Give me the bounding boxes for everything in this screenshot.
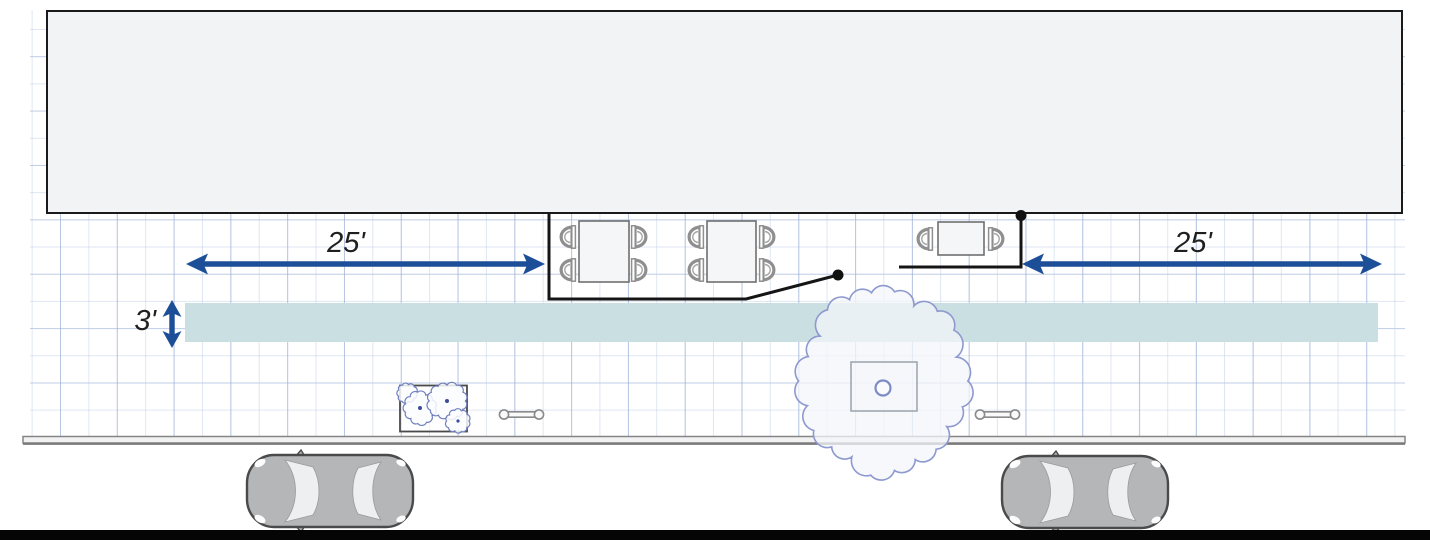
chair-icon: [986, 226, 1005, 252]
clear-path-band: [185, 303, 1378, 342]
curb-line: [22, 435, 1406, 444]
bike-rack-icon: [498, 409, 545, 420]
left-clearance-label: 25': [327, 227, 365, 259]
bike-rack-icon: [974, 409, 1021, 420]
left-clearance-arrow: [186, 253, 545, 275]
chair-icon: [757, 257, 776, 283]
building-footprint: [46, 10, 1403, 214]
right-clearance-arrow: [1022, 253, 1382, 275]
street-tree: [794, 284, 974, 481]
dining-boundary-right: [899, 210, 1027, 269]
chair-icon: [629, 257, 648, 283]
chair-icon: [559, 257, 578, 283]
callout-dot: [832, 269, 844, 281]
tree-trunk-icon: [874, 379, 892, 397]
path-width-arrow: [162, 300, 182, 348]
parked-car-icon: [1000, 449, 1170, 535]
parked-car-icon: [245, 448, 415, 534]
street-bar: [0, 530, 1430, 540]
dining-boundary-left: [547, 213, 844, 301]
right-clearance-label: 25': [1174, 227, 1212, 259]
cafe-table: [578, 220, 630, 283]
cafe-table: [937, 221, 985, 256]
chair-icon: [559, 224, 578, 250]
chair-icon: [687, 257, 706, 283]
chair-icon: [687, 224, 706, 250]
chair-icon: [757, 224, 776, 250]
chair-icon: [916, 226, 935, 252]
chair-icon: [629, 224, 648, 250]
cafe-table: [706, 220, 757, 283]
callout-dot: [1015, 210, 1027, 221]
planter-box: [396, 381, 471, 434]
path-width-label: 3': [134, 305, 156, 337]
